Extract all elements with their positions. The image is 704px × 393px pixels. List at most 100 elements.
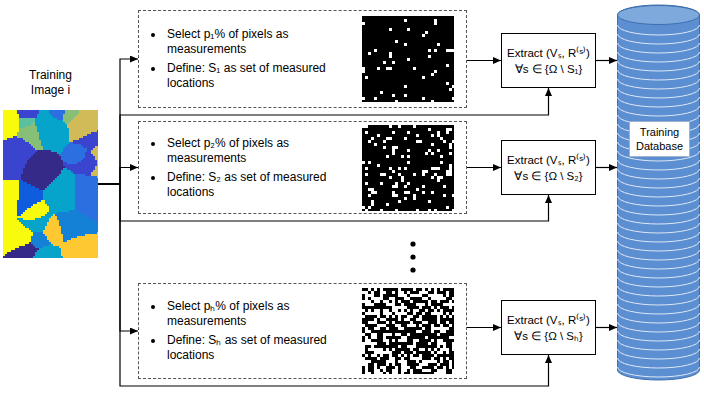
grain-cell [55,112,57,114]
grain-cell [31,128,33,130]
grain-cell [37,122,39,124]
grain-cell [43,122,45,124]
grain-cell [35,170,37,172]
grain-cell [11,142,13,144]
grain-cell [31,142,33,144]
grain-cell [27,130,29,132]
grain-cell [27,144,29,146]
grain-cell [29,152,31,154]
grain-cell [25,188,27,190]
grain-cell [49,138,51,140]
grain-cell [67,148,69,150]
grain-cell [7,150,9,152]
grain-cell [73,176,75,178]
grain-cell [17,178,19,180]
grain-cell [63,120,65,122]
grain-cell [25,156,27,158]
grain-cell [13,172,15,174]
grain-cell [35,118,37,120]
grain-cell [95,122,97,124]
grain-cell [45,110,47,112]
grain-cell [67,162,69,164]
grain-cell [31,160,33,162]
grain-cell [91,132,93,134]
grain-cell [45,120,47,122]
grain-cell [19,112,21,114]
grain-cell [31,124,33,126]
grain-cell [53,132,55,134]
grain-cell [49,172,51,174]
grain-cell [9,136,11,138]
grain-cell [69,136,71,138]
grain-cell [75,188,77,190]
grain-cell [63,146,65,148]
grain-cell [37,140,39,142]
grain-cell [9,178,11,180]
grain-cell [59,128,61,130]
grain-cell [39,128,41,130]
grain-cell [3,112,5,114]
grain-cell [97,152,98,154]
grain-cell [9,162,11,164]
grain-cell [9,140,11,142]
grain-cell [39,156,41,158]
grain-cell [9,152,11,154]
grain-cell [41,180,43,182]
grain-cell [71,136,73,138]
grain-cell [43,146,45,148]
grain-cell [93,158,95,160]
grain-cell [7,114,9,116]
grain-cell [5,144,7,146]
grain-cell [93,156,95,158]
grain-cell [65,126,67,128]
grain-cell [35,126,37,128]
grain-cell [67,128,69,130]
grain-cell [17,134,19,136]
grain-cell [65,118,67,120]
grain-cell [55,150,57,152]
grain-cell [51,140,53,142]
grain-cell [23,134,25,136]
grain-cell [69,186,71,188]
grain-cell [41,158,43,160]
grain-cell [33,148,35,150]
grain-cell [41,188,43,190]
grain-cell [15,114,17,116]
grain-cell [77,188,79,190]
grain-cell [91,124,93,126]
grain-cell [93,146,95,148]
grain-cell [33,138,35,140]
grain-cell [93,166,95,168]
grain-cell [63,190,65,192]
grain-cell [87,140,89,142]
grain-cell [31,166,33,168]
grain-cell [3,156,5,158]
grain-cell [49,174,51,176]
grain-cell [57,170,59,172]
grain-cell [87,160,89,162]
grain-cell [93,180,95,182]
grain-cell [67,124,69,126]
grain-cell [37,188,39,190]
grain-cell [63,136,65,138]
grain-cell [69,134,71,136]
grain-cell [29,120,31,122]
grain-cell [9,154,11,156]
grain-cell [53,118,55,120]
grain-cell [51,154,53,156]
grain-cell [47,184,49,186]
grain-cell [85,160,87,162]
grain-cell [17,114,19,116]
grain-cell [57,150,59,152]
grain-cell [55,180,57,182]
grain-cell [27,174,29,176]
grain-cell [97,168,98,170]
grain-cell [29,110,31,112]
grain-cell [39,130,41,132]
grain-cell [67,138,69,140]
grain-cell [9,186,11,188]
grain-cell [5,164,7,166]
grain-cell [63,150,65,152]
grain-cell [37,164,39,166]
grain-cell [87,118,89,120]
